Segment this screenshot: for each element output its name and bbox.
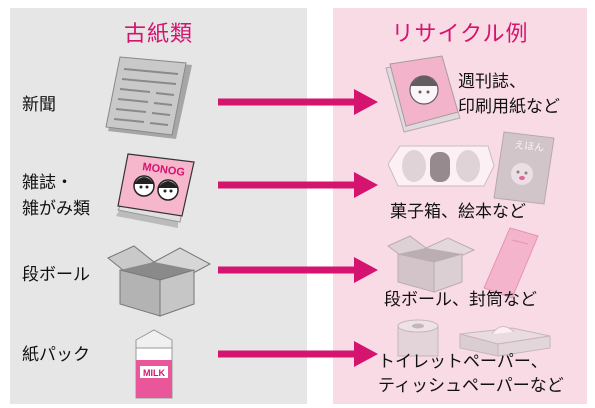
example-newspaper-line2: 印刷用紙など <box>458 97 560 117</box>
example-newspaper-line1: 週刊誌、 <box>458 72 526 92</box>
newspaper-icon <box>105 56 192 139</box>
toilet-paper-icon <box>397 319 439 357</box>
weekly-magazine-icon <box>385 55 461 133</box>
label-cardboard: 段ボール <box>22 265 90 285</box>
example-paper-pack-line1: トイレットペーパー、 <box>378 352 548 372</box>
picture-book-icon: えほん <box>493 131 555 205</box>
picture-book-title: えほん <box>514 139 545 154</box>
tissue-box-icon <box>459 326 551 357</box>
snack-box-icon <box>387 145 495 187</box>
label-paper-pack: 紙パック <box>22 345 90 365</box>
arrow-cardboard <box>218 257 378 283</box>
example-cardboard: 段ボール、封筒など <box>384 290 537 310</box>
arrow-newspaper <box>218 89 378 115</box>
milk-carton-text: MILK <box>143 368 165 378</box>
recycled-box-icon <box>387 235 476 293</box>
envelope-icon <box>483 227 539 299</box>
paper-types-heading: 古紙類 <box>123 22 193 47</box>
label-newspaper: 新聞 <box>22 95 56 115</box>
example-magazine: 菓子箱、絵本など <box>390 202 526 222</box>
magazine-stack-icon: MONOG <box>116 153 195 228</box>
example-paper-pack-line2: ティッシュペーパーなど <box>378 376 564 396</box>
label-magazine-line1: 雑誌・ <box>22 173 73 193</box>
label-magazine-line2: 雑がみ類 <box>22 199 90 219</box>
arrow-magazine <box>218 172 378 198</box>
milk-carton-icon: MILK <box>135 329 173 399</box>
recycle-examples-heading: リサイクル例 <box>391 22 529 47</box>
arrow-paper-pack <box>218 341 378 367</box>
cardboard-box-icon <box>107 245 212 317</box>
magazine-cover-title: MONOG <box>142 161 186 179</box>
